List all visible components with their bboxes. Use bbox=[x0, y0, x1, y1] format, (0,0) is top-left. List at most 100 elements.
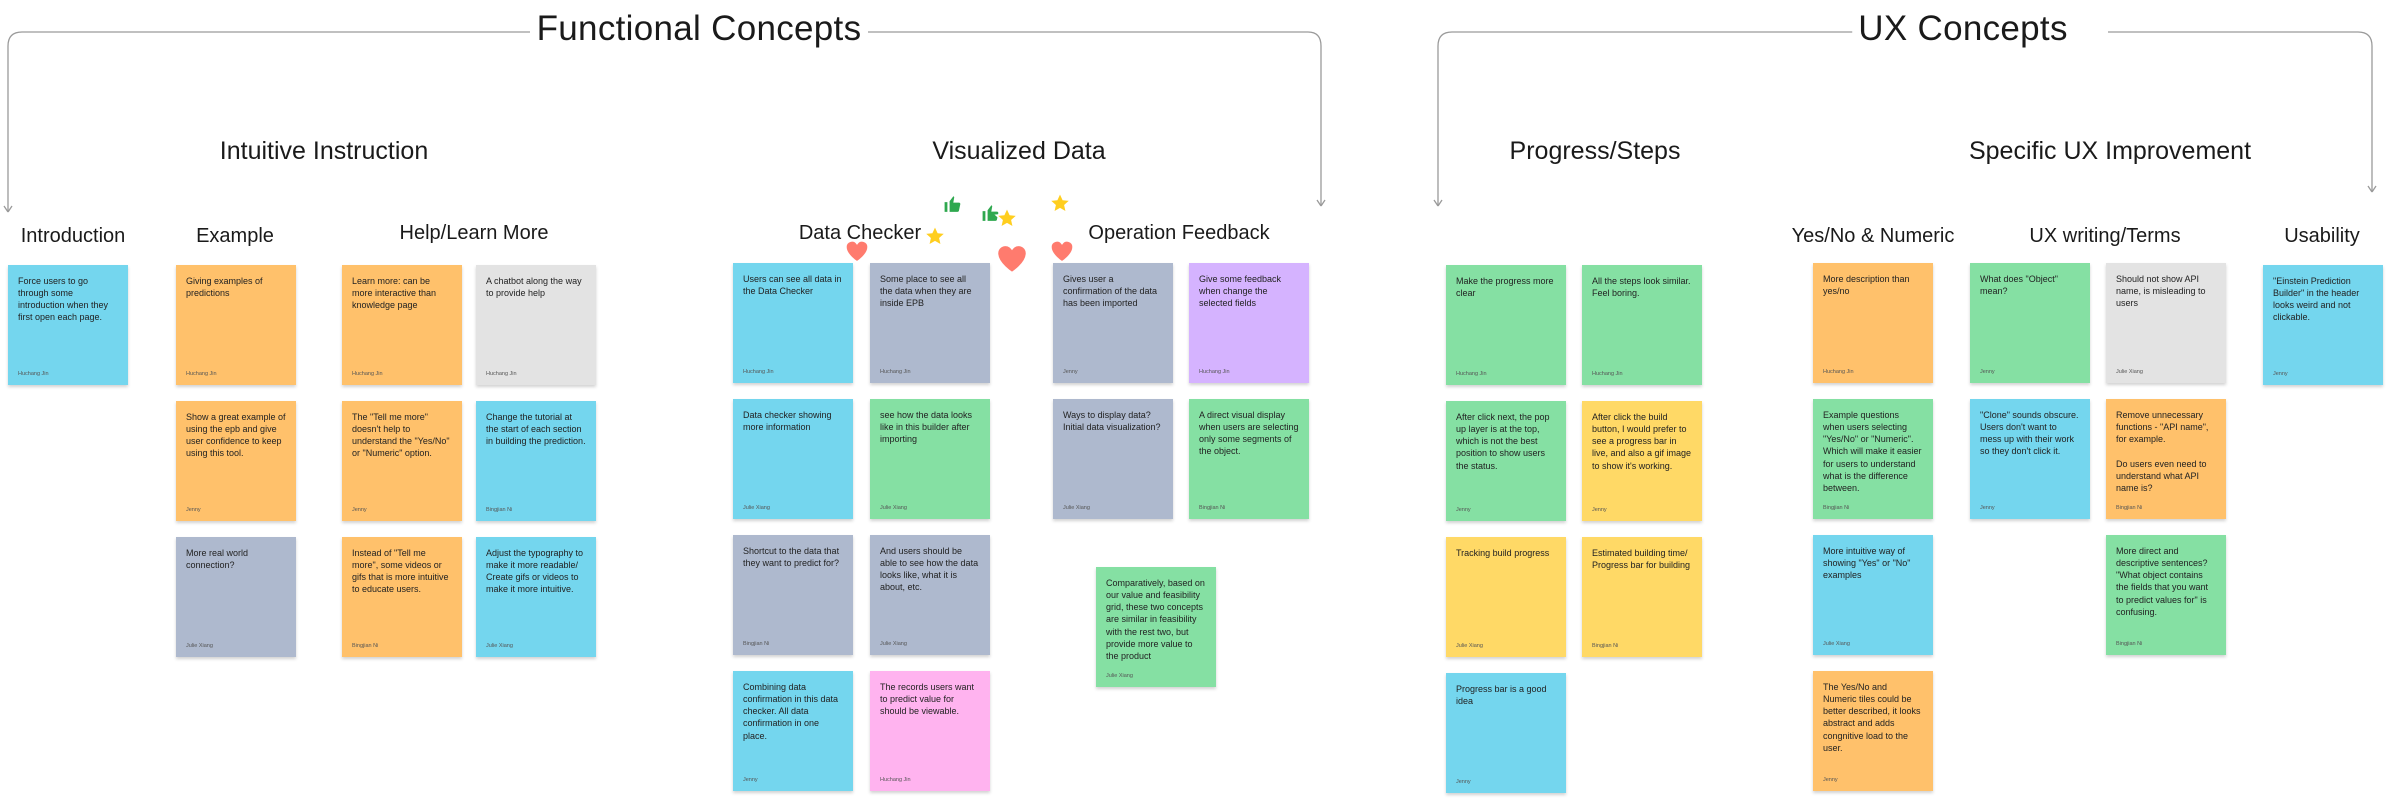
sticky-note-author: Julie Xiang bbox=[1456, 643, 1483, 649]
sticky-note[interactable]: Gives user a confirmation of the data ha… bbox=[1053, 263, 1173, 383]
sticky-note-author: Huchang Jin bbox=[1592, 371, 1623, 377]
sticky-note-text: Estimated building time/ Progress bar fo… bbox=[1592, 548, 1691, 571]
sticky-note[interactable]: Remove unnecessary functions - "API name… bbox=[2106, 399, 2226, 519]
sticky-note[interactable]: The Yes/No and Numeric tiles could be be… bbox=[1813, 671, 1933, 791]
sticky-note-author: Jenny bbox=[743, 777, 758, 783]
sticky-note[interactable]: Comparatively, based on our value and fe… bbox=[1096, 567, 1216, 687]
sticky-note-author: Jenny bbox=[1456, 507, 1471, 513]
sticky-note-text: Force users to go through some introduct… bbox=[18, 276, 109, 323]
sticky-note[interactable]: More intuitive way of showing "Yes" or "… bbox=[1813, 535, 1933, 655]
sticky-note-author: Julie Xiang bbox=[1106, 673, 1133, 679]
sticky-note-author: Julie Xiang bbox=[186, 643, 213, 649]
sticky-note-text: Should not show API name, is misleading … bbox=[2116, 274, 2206, 309]
sticky-note-author: Julie Xiang bbox=[743, 505, 770, 511]
sticky-note[interactable]: More real world connection?Julie Xiang bbox=[176, 537, 296, 657]
sticky-note[interactable]: Change the tutorial at the start of each… bbox=[476, 401, 596, 521]
column-title-operation-feedback: Operation Feedback bbox=[1088, 222, 1270, 244]
column-title-ux-writing: UX writing/Terms bbox=[2029, 225, 2181, 247]
sticky-note[interactable]: Adjust the typography to make it more re… bbox=[476, 537, 596, 657]
sticky-note[interactable]: Force users to go through some introduct… bbox=[8, 265, 128, 385]
sticky-note-author: Bingjian Ni bbox=[352, 643, 379, 649]
sticky-note-author: Bingjian Ni bbox=[2116, 641, 2143, 647]
sticky-note[interactable]: After click the build button, I would pr… bbox=[1582, 401, 1702, 521]
sticky-note[interactable]: "Einstein Prediction Builder" in the hea… bbox=[2263, 265, 2383, 385]
sticky-note[interactable]: Should not show API name, is misleading … bbox=[2106, 263, 2226, 383]
heart-icon bbox=[1047, 236, 1077, 269]
group-title-intuitive-instruction: Intuitive Instruction bbox=[219, 137, 429, 165]
sticky-note[interactable]: Show a great example of using the epb an… bbox=[176, 401, 296, 521]
sticky-note[interactable]: The "Tell me more" doesn't help to under… bbox=[342, 401, 462, 521]
sticky-note-author: Julie Xiang bbox=[2116, 369, 2143, 375]
sticky-note[interactable]: see how the data looks like in this buil… bbox=[870, 399, 990, 519]
sticky-note[interactable]: Estimated building time/ Progress bar fo… bbox=[1582, 537, 1702, 657]
sticky-note[interactable]: A direct visual display when users are s… bbox=[1189, 399, 1309, 519]
sticky-note-author: Huchang Jin bbox=[1456, 371, 1487, 377]
sticky-note-text: Gives user a confirmation of the data ha… bbox=[1063, 274, 1158, 309]
sticky-note-author: Bingjian Ni bbox=[1592, 643, 1619, 649]
sticky-note-author: Huchang Jin bbox=[352, 371, 383, 377]
sticky-note-author: Huchang Jin bbox=[743, 369, 774, 375]
thumbs-up-icon bbox=[978, 201, 1002, 230]
sticky-note[interactable]: "Clone" sounds obscure. Users don't want… bbox=[1970, 399, 2090, 519]
sticky-note-text: Combining data confirmation in this data… bbox=[743, 682, 839, 741]
sticky-note[interactable]: What does "Object" mean?Jenny bbox=[1970, 263, 2090, 383]
column-title-example: Example bbox=[196, 225, 274, 247]
sticky-note-text: Give some feedback when change the selec… bbox=[1199, 274, 1282, 309]
sticky-note-text: A chatbot along the way to provide help bbox=[486, 276, 582, 299]
sticky-note-text: Learn more: can be more interactive than… bbox=[352, 276, 437, 311]
sticky-note[interactable]: Ways to display data? Initial data visua… bbox=[1053, 399, 1173, 519]
sticky-note[interactable]: Instead of "Tell me more", some videos o… bbox=[342, 537, 462, 657]
sticky-note-author: Huchang Jin bbox=[486, 371, 517, 377]
star-icon bbox=[922, 223, 948, 255]
sticky-note[interactable]: The records users want to predict value … bbox=[870, 671, 990, 791]
column-title-help: Help/Learn More bbox=[399, 222, 549, 244]
sticky-note-author: Jenny bbox=[1063, 369, 1078, 375]
sticky-note-text: Adjust the typography to make it more re… bbox=[486, 548, 584, 595]
sticky-note[interactable]: Give some feedback when change the selec… bbox=[1189, 263, 1309, 383]
sticky-note[interactable]: Learn more: can be more interactive than… bbox=[342, 265, 462, 385]
sticky-note-author: Huchang Jin bbox=[186, 371, 217, 377]
sticky-note-text: Giving examples of predictions bbox=[186, 276, 263, 299]
sticky-note-author: Huchang Jin bbox=[18, 371, 49, 377]
sticky-note-text: Make the progress more clear bbox=[1456, 276, 1554, 299]
sticky-note-text: Comparatively, based on our value and fe… bbox=[1106, 578, 1205, 661]
sticky-note[interactable]: More direct and descriptive sentences? "… bbox=[2106, 535, 2226, 655]
column-title-usability: Usability bbox=[2284, 225, 2360, 247]
sticky-note-text: After click the build button, I would pr… bbox=[1592, 412, 1692, 471]
sticky-note[interactable]: Some place to see all the data when they… bbox=[870, 263, 990, 383]
sticky-note-author: Jenny bbox=[352, 507, 367, 513]
sticky-note-author: Bingjian Ni bbox=[1823, 505, 1850, 511]
sticky-note-author: Bingjian Ni bbox=[2116, 505, 2143, 511]
sticky-note-author: Julie Xiang bbox=[486, 643, 513, 649]
sticky-note[interactable]: And users should be able to see how the … bbox=[870, 535, 990, 655]
sticky-note-text: Instead of "Tell me more", some videos o… bbox=[352, 548, 449, 595]
sticky-note[interactable]: After click next, the pop up layer is at… bbox=[1446, 401, 1566, 521]
column-title-data-checker: Data Checker bbox=[798, 222, 922, 244]
sticky-note-text: The "Tell me more" doesn't help to under… bbox=[352, 412, 450, 459]
sticky-note-author: Huchang Jin bbox=[880, 369, 911, 375]
sticky-note[interactable]: Users can see all data in the Data Check… bbox=[733, 263, 853, 383]
star-icon bbox=[994, 205, 1020, 237]
sticky-note-text: More direct and descriptive sentences? "… bbox=[2116, 546, 2209, 617]
sticky-note-author: Jenny bbox=[1980, 369, 1995, 375]
sticky-note-author: Huchang Jin bbox=[1199, 369, 1230, 375]
sticky-note-text: Shortcut to the data that they want to p… bbox=[743, 546, 840, 569]
sticky-note[interactable]: Shortcut to the data that they want to p… bbox=[733, 535, 853, 655]
sticky-note-text: Tracking build progress bbox=[1456, 548, 1550, 558]
sticky-note-text: And users should be able to see how the … bbox=[880, 546, 979, 593]
sticky-note[interactable]: Example questions when users selecting "… bbox=[1813, 399, 1933, 519]
sticky-note[interactable]: All the steps look similar. Feel boring.… bbox=[1582, 265, 1702, 385]
thumbs-up-icon bbox=[940, 192, 964, 221]
sticky-note-author: Jenny bbox=[186, 507, 201, 513]
sticky-note-text: Progress bar is a good idea bbox=[1456, 684, 1547, 707]
sticky-note[interactable]: Combining data confirmation in this data… bbox=[733, 671, 853, 791]
group-title-progress-steps: Progress/Steps bbox=[1509, 137, 1681, 165]
